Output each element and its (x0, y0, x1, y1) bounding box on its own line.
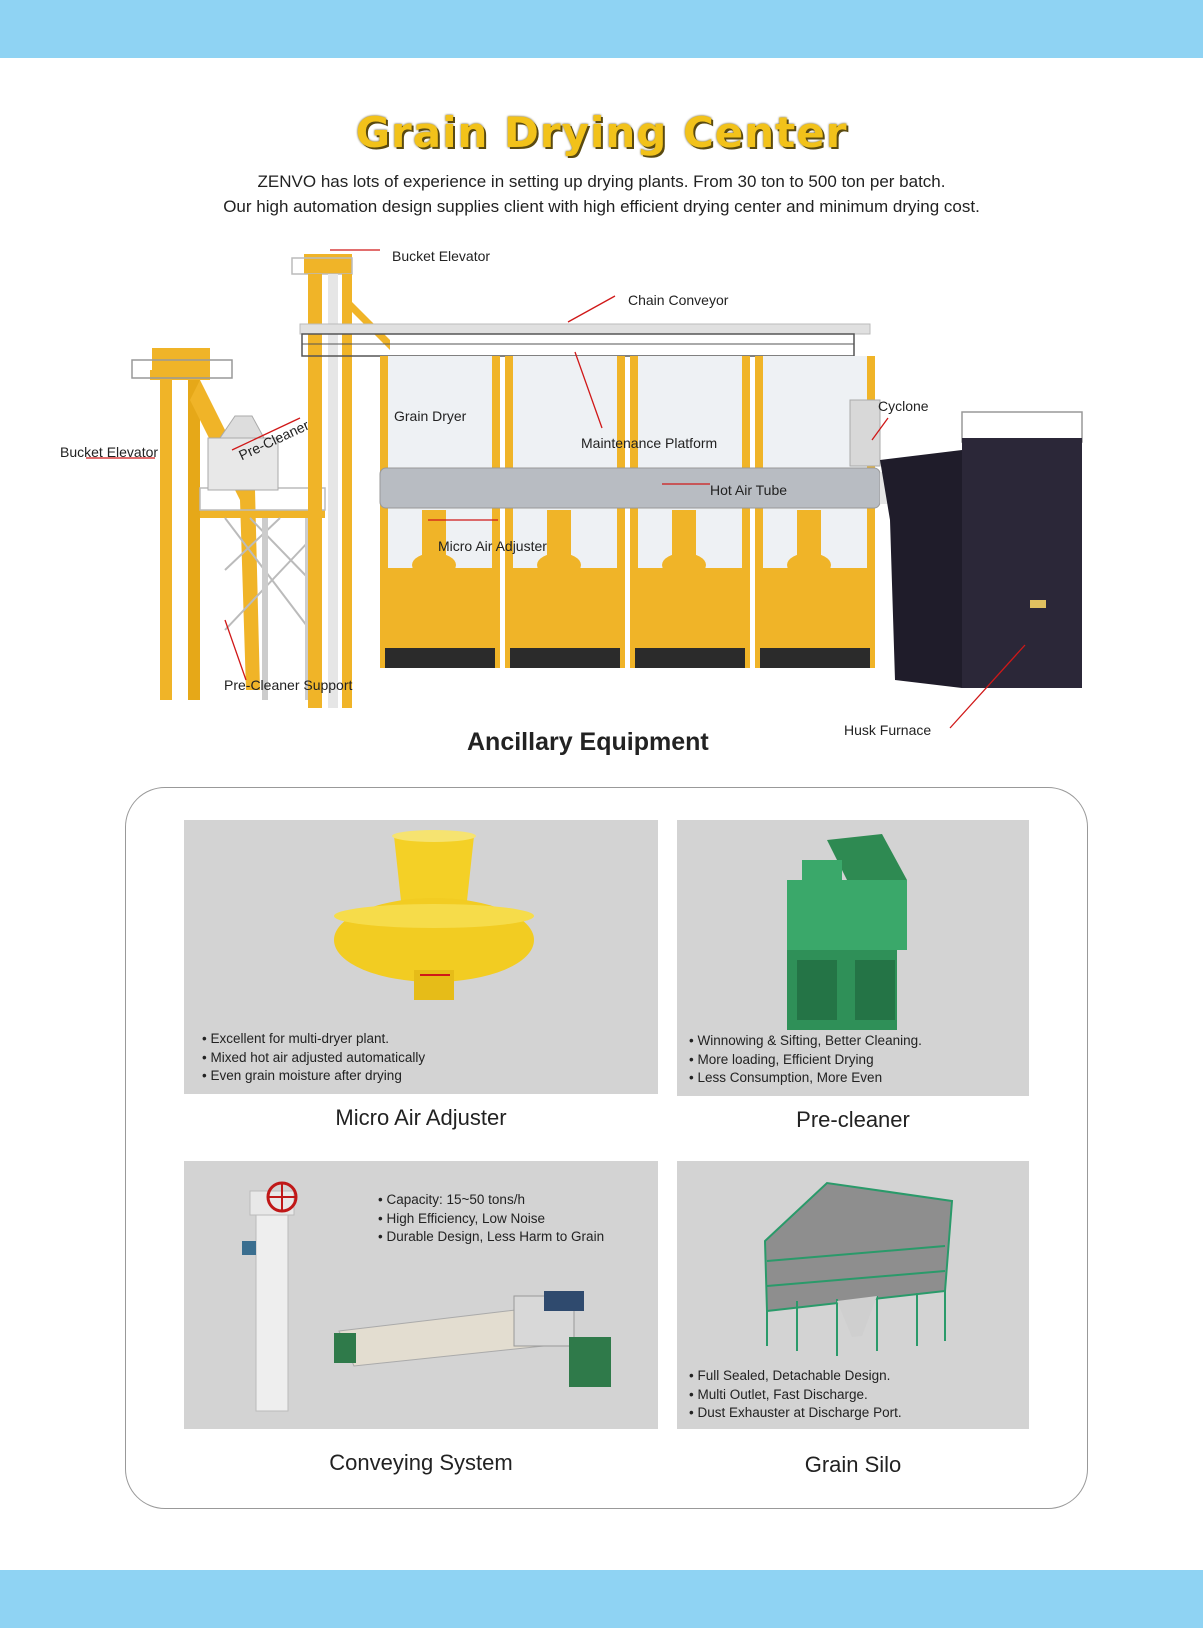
label-hot-air-tube: Hot Air Tube (710, 482, 788, 498)
bullet: Capacity: 15~50 tons/h (378, 1191, 604, 1210)
caption-micro-air-adjuster: Micro Air Adjuster (335, 1105, 507, 1130)
left-elevator-tower (131, 348, 326, 700)
bullet: Winnowing & Sifting, Better Cleaning. (689, 1032, 921, 1051)
label-bucket-elevator-top: Bucket Elevator (392, 248, 491, 264)
bullet: Durable Design, Less Harm to Grain (378, 1228, 604, 1247)
label-pre-cleaner-support: Pre-Cleaner Support (224, 677, 353, 693)
label-bucket-elevator-left: Bucket Elevator (60, 444, 159, 460)
section-title: Ancillary Equipment (467, 728, 709, 756)
bullet: More loading, Efficient Drying (689, 1051, 922, 1070)
intro-line-1: ZENVO has lots of experience in setting … (257, 172, 946, 191)
bullet: Excellent for multi-dryer plant. (202, 1030, 425, 1049)
bullet: Mixed hot air adjusted automatically (202, 1049, 425, 1068)
top-banner (0, 0, 1203, 58)
bullet: Even grain moisture after drying (202, 1067, 425, 1086)
bottom-banner (0, 1570, 1203, 1628)
label-husk-furnace: Husk Furnace (844, 722, 932, 738)
bullet: High Efficiency, Low Noise (378, 1210, 604, 1229)
grain-dryers (380, 356, 875, 668)
bullet: Full Sealed, Detachable Design. (689, 1367, 902, 1386)
husk-furnace (880, 411, 1083, 688)
page-title: Grain Drying Center (355, 108, 848, 157)
label-micro-air-adjuster: Micro Air Adjuster (438, 538, 547, 554)
intro-line-2: Our high automation design supplies clie… (223, 197, 980, 216)
caption-conveying-system: Conveying System (329, 1450, 513, 1475)
tile-grain-silo: Full Sealed, Detachable Design. Multi Ou… (677, 1161, 1029, 1429)
caption-pre-cleaner: Pre-cleaner (796, 1107, 910, 1132)
tile-pre-cleaner: Winnowing & Sifting, Better Cleaning. Mo… (677, 820, 1029, 1096)
label-grain-dryer: Grain Dryer (394, 408, 467, 424)
caption-grain-silo: Grain Silo (804, 1452, 902, 1477)
bullet: Less Consumption, More Even (689, 1069, 922, 1088)
bullet: Dust Exhauster at Discharge Port. (689, 1404, 901, 1423)
label-cyclone: Cyclone (878, 398, 929, 414)
drying-plant-illustration (50, 240, 1160, 760)
label-maintenance-platform: Maintenance Platform (581, 435, 718, 451)
tile-conveying-system: Capacity: 15~50 tons/h High Efficiency, … (184, 1161, 658, 1429)
label-chain-conveyor: Chain Conveyor (628, 292, 729, 308)
bullet: Multi Outlet, Fast Discharge. (689, 1386, 902, 1405)
tile-micro-air-adjuster: Excellent for multi-dryer plant. Mixed h… (184, 820, 658, 1094)
